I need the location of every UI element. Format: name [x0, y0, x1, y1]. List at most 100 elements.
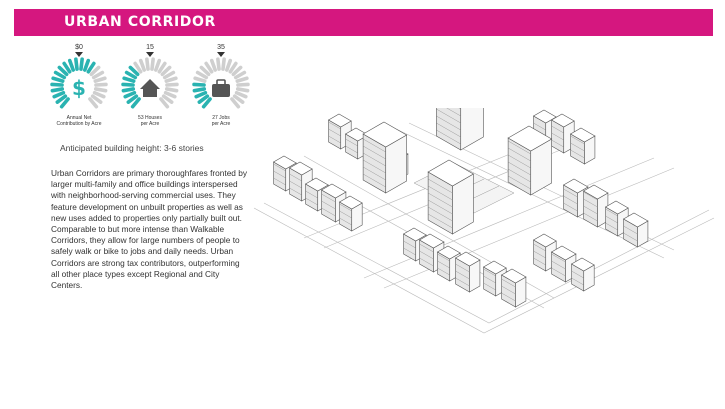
gauge-tick — [154, 58, 162, 72]
gauge-tick — [79, 57, 84, 71]
gauge-tick — [74, 57, 79, 71]
gauge-tick — [160, 65, 172, 77]
building-floor-line — [363, 138, 386, 153]
gauge-tick — [235, 87, 250, 93]
gauge-tick — [234, 90, 248, 99]
building-floor-line — [437, 253, 450, 262]
gauge-tick — [121, 87, 136, 93]
gauge-tick — [221, 57, 226, 71]
building-face — [550, 245, 577, 261]
building-face — [562, 178, 589, 194]
gauge-tick — [157, 61, 167, 74]
building-floor-line — [339, 203, 352, 212]
gauge-tick — [88, 97, 99, 109]
building-floor-line — [570, 135, 585, 145]
gauge-tick — [89, 65, 101, 77]
building-floor-line — [605, 215, 618, 224]
gauge-tick — [163, 90, 177, 99]
building-floor-line — [551, 132, 564, 141]
building-floor-line — [321, 193, 336, 203]
gauge-tick — [94, 82, 108, 87]
building-face — [436, 108, 462, 151]
building-face — [507, 125, 553, 152]
building-face — [569, 127, 596, 143]
building-floor-line — [363, 173, 386, 188]
building-floor-line — [321, 200, 336, 210]
gauge-dial — [192, 52, 250, 109]
building-floor-line — [289, 187, 302, 196]
gauge-tick — [235, 76, 249, 83]
gauge-tick — [162, 70, 176, 80]
gauge-tick — [83, 58, 91, 72]
building-floor-line — [428, 192, 453, 208]
building-floor-line — [455, 270, 470, 280]
building-face — [622, 212, 649, 228]
gauge-tick — [150, 57, 155, 71]
building-floor-line — [551, 125, 564, 134]
isometric-corridor-illustration — [253, 108, 715, 334]
dollar-icon: $ — [69, 76, 89, 100]
building-floor-line — [533, 122, 546, 131]
gauge-tick — [50, 87, 65, 93]
building-face — [582, 184, 609, 200]
building-floor-line — [533, 257, 546, 266]
building-face — [550, 113, 575, 128]
building-floor-line — [583, 191, 598, 201]
building-floor-line — [428, 185, 453, 201]
building-face — [604, 200, 629, 215]
building-floor-line — [508, 168, 531, 183]
building-floor-line — [321, 207, 336, 217]
gauge-tick — [62, 61, 72, 74]
building-face — [320, 183, 347, 199]
building-floor-line — [508, 175, 531, 190]
gauge-tick — [121, 82, 135, 87]
building-floor-line — [483, 275, 496, 284]
building-floor-line — [428, 213, 453, 229]
svg-text:$: $ — [72, 76, 86, 100]
building-floor-line — [501, 292, 516, 302]
building-floor-line — [436, 108, 461, 124]
building-floor-line — [273, 163, 286, 172]
gauge-tick — [93, 76, 107, 83]
gauge-tick — [195, 70, 209, 80]
gauge-tick — [138, 58, 146, 72]
gauge-tick — [197, 94, 210, 104]
building-face — [454, 251, 481, 267]
building-floor-line — [605, 222, 618, 231]
gauge-tick — [128, 65, 140, 77]
pointer-marker — [217, 52, 225, 57]
building-floor-line — [583, 198, 598, 208]
gauge-tick — [201, 97, 212, 109]
gauge-dial — [121, 52, 179, 109]
gauge-tick — [164, 87, 179, 93]
description-paragraph: Urban Corridors are primary thoroughfare… — [51, 168, 247, 291]
building-face — [327, 113, 352, 128]
building-floor-line — [428, 178, 453, 194]
gauge-tick — [52, 90, 66, 99]
building-floor-line — [551, 253, 566, 263]
gauge-value: 35 — [217, 44, 225, 51]
building-floor-line — [623, 225, 638, 235]
building-floor-line — [289, 173, 302, 182]
gauge-tick — [164, 76, 178, 83]
gauge-tick — [59, 97, 70, 109]
building-floor-line — [501, 278, 516, 288]
building-face — [272, 155, 297, 170]
building-face — [482, 260, 507, 275]
gauge-tick — [86, 61, 96, 74]
gauge-tick — [161, 94, 174, 104]
building-floor-line — [419, 257, 434, 267]
building-floor-line — [571, 277, 584, 286]
building-floor-line — [363, 166, 386, 181]
building-face — [418, 233, 445, 249]
building-floor-line — [533, 250, 546, 259]
building-floor-line — [345, 138, 358, 147]
gauge-tick — [126, 94, 139, 104]
building-floor-line — [328, 135, 341, 144]
building-face — [402, 227, 427, 242]
building-floor-line — [339, 210, 352, 219]
